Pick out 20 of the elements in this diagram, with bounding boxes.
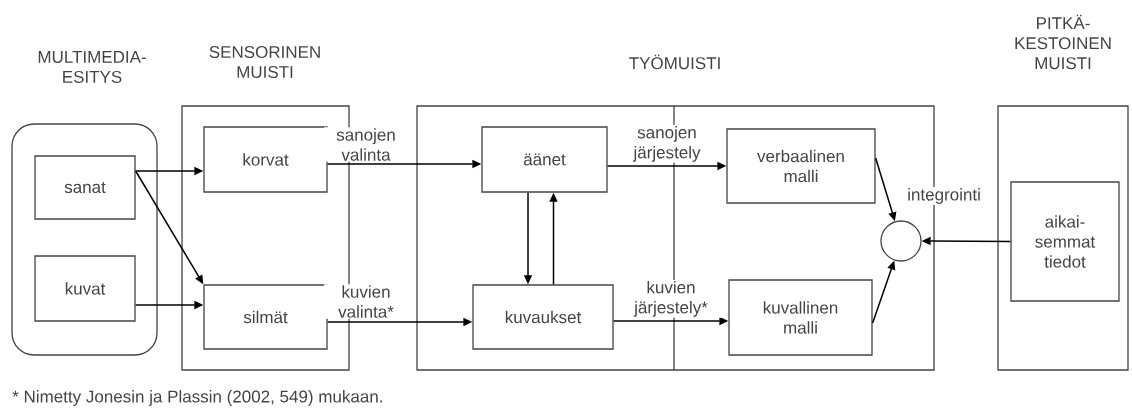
process-box: äänet bbox=[481, 126, 608, 193]
node-label: PITKÄ- KESTOINEN MUISTI bbox=[1015, 14, 1111, 70]
edge-label: sanojen järjestely bbox=[618, 124, 716, 163]
process-box: silmät bbox=[203, 284, 328, 350]
process-box: kuvaukset bbox=[472, 284, 614, 350]
process-box: kuvat bbox=[34, 255, 136, 322]
process-box: kuvallinen malli bbox=[728, 279, 873, 356]
process-box: korvat bbox=[203, 126, 328, 193]
edge-label: kuvien valinta* bbox=[324, 284, 408, 319]
footnote: * Nimetty Jonesin ja Plassin (2002, 549) mukaan. bbox=[12, 390, 382, 406]
node-caption: integrointi bbox=[906, 187, 982, 205]
process-box: sanat bbox=[34, 155, 136, 220]
integration-circle bbox=[880, 220, 922, 262]
edge-label: sanojen valinta bbox=[324, 127, 408, 162]
node-label: SENSORINEN MUISTI bbox=[209, 45, 320, 79]
node-label: TYÖMUISTI bbox=[629, 54, 720, 70]
process-box: aikai- semmat tiedot bbox=[1010, 181, 1120, 302]
process-box: verbaalinen malli bbox=[726, 128, 876, 204]
node-label: MULTIMEDIA- ESITYS bbox=[38, 51, 146, 83]
edge-label: kuvien järjestely* bbox=[619, 279, 723, 318]
